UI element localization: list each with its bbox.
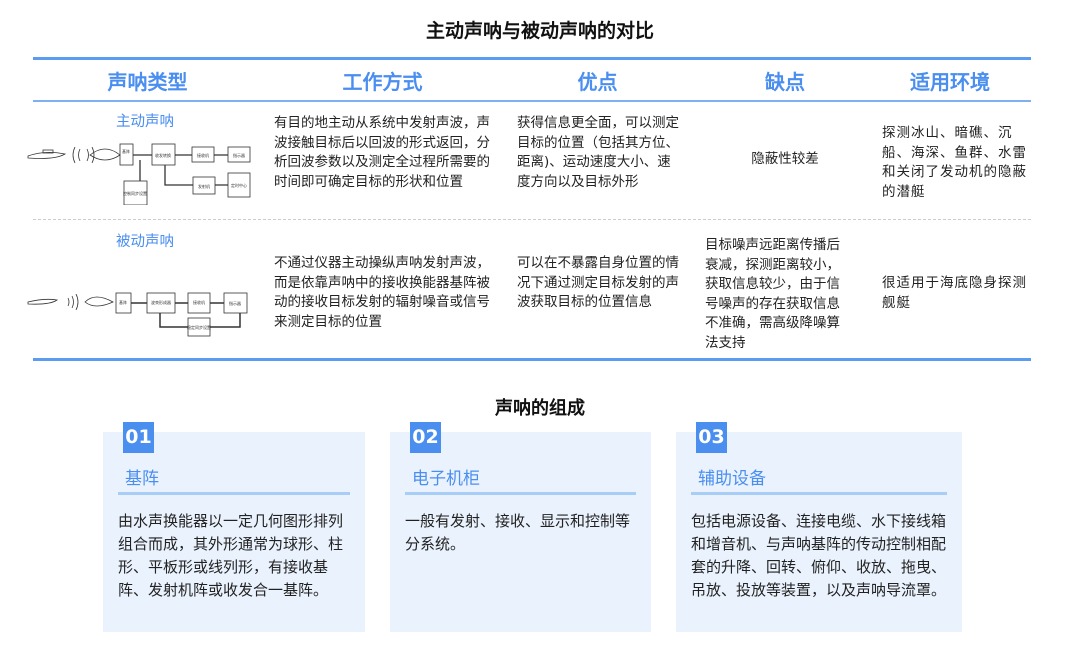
card-title: 基阵 (125, 469, 159, 489)
diagram-label: 接收机 (197, 152, 209, 158)
header-type: 声呐类型 (107, 70, 188, 94)
card-number: 01 (123, 422, 154, 453)
card-body: 由水声换能器以一定几何图形排列组合而成，其外形通常为球形、柱形、平板形或线列形，… (118, 512, 344, 599)
card-divider (691, 492, 947, 495)
sonar-type-passive: 被动声呐 (116, 234, 174, 250)
diagram-label: 发射机 (198, 183, 210, 189)
advantages-active: 获得信息更全面，可以测定目标的位置（包括其方位、距离)、运动速度大小、速度方向以… (517, 115, 679, 190)
card-title: 辅助设备 (698, 469, 766, 489)
diagram-label: 定时中心 (231, 182, 247, 188)
card-array: 01 基阵 由水声换能器以一定几何图形排列组合而成，其外形通常为球形、柱形、平板… (103, 422, 365, 632)
sonar-type-active: 主动声呐 (116, 114, 174, 130)
disadvantages-passive: 目标噪声远距离传播后衰减，探测距离较小，获取信息较少，由于信号噪声的存在获取信息… (705, 237, 840, 351)
diagram-label: 波束形成器 (151, 299, 171, 305)
header-disadvantages: 缺点 (765, 70, 805, 94)
header-method: 工作方式 (342, 70, 423, 94)
disadvantages-active: 隐蔽性较差 (751, 151, 819, 168)
diagram-label: 收发转换 (155, 152, 171, 158)
diagram-label: 稳定同步设置 (187, 324, 211, 330)
diagram-label: 接收机 (193, 299, 205, 305)
box (119, 143, 134, 166)
header-advantages: 优点 (577, 70, 618, 94)
composition-title: 声呐的组成 (495, 398, 585, 419)
card-divider (405, 492, 636, 495)
diagram-label: 指示器 (233, 152, 245, 158)
active-sonar-diagram: 基阵 收发转换 接收机 指示器 控制同步设置 发射机 定时中心 (27, 143, 251, 205)
diagram-label: 基阵 (119, 299, 127, 305)
card-auxiliary-equipment: 03 辅助设备 包括电源设备、连接电缆、水下接线箱和增音机、与声呐基阵的传动控制… (676, 422, 962, 632)
card-body: 一般有发射、接收、显示和控制等分系统。 (405, 512, 631, 553)
card-number: 03 (696, 422, 727, 453)
card-divider (118, 492, 350, 495)
environment-active: 探测冰山、暗礁、沉船、海深、鱼群、水雷和关闭了发动机的隐蔽的潜艇 (882, 125, 1027, 200)
environment-passive: 很适用于海底隐身探测舰艇 (882, 275, 1027, 311)
card-electronics-cabinet: 02 电子机柜 一般有发射、接收、显示和控制等分系统。 (390, 422, 651, 632)
table-top-border (33, 57, 1031, 60)
card-body: 包括电源设备、连接电缆、水下接线箱和增音机、与声呐基阵的传动控制相配套的升降、回… (691, 512, 947, 599)
diagram-label: 指示器 (229, 300, 241, 306)
advantages-passive: 可以在不暴露自身位置的情况下通过测定目标发射的声波获取目标的位置信息 (517, 255, 679, 310)
diagram-label: 基阵 (122, 148, 130, 154)
passive-sonar-diagram: 基阵 波束形成器 接收机 指示器 稳定同步设置 (27, 292, 248, 337)
row-divider (33, 219, 1031, 220)
header-divider (33, 100, 1031, 102)
table-bottom-border (33, 358, 1031, 361)
card-title: 电子机柜 (412, 469, 480, 489)
page-title: 主动声呐与被动声呐的对比 (425, 20, 654, 42)
diagram-label: 控制同步设置 (123, 190, 147, 196)
header-environment: 适用环境 (910, 70, 990, 94)
method-active: 有目的地主动从系统中发射声波，声波接触目标后以回波的形式返回，分析回波参数以及测… (274, 115, 490, 190)
card-number: 02 (410, 422, 441, 453)
method-passive: 不通过仪器主动操纵声呐发射声波，而是依靠声呐中的接收换能器基阵被动的接收目标发射… (274, 255, 490, 330)
